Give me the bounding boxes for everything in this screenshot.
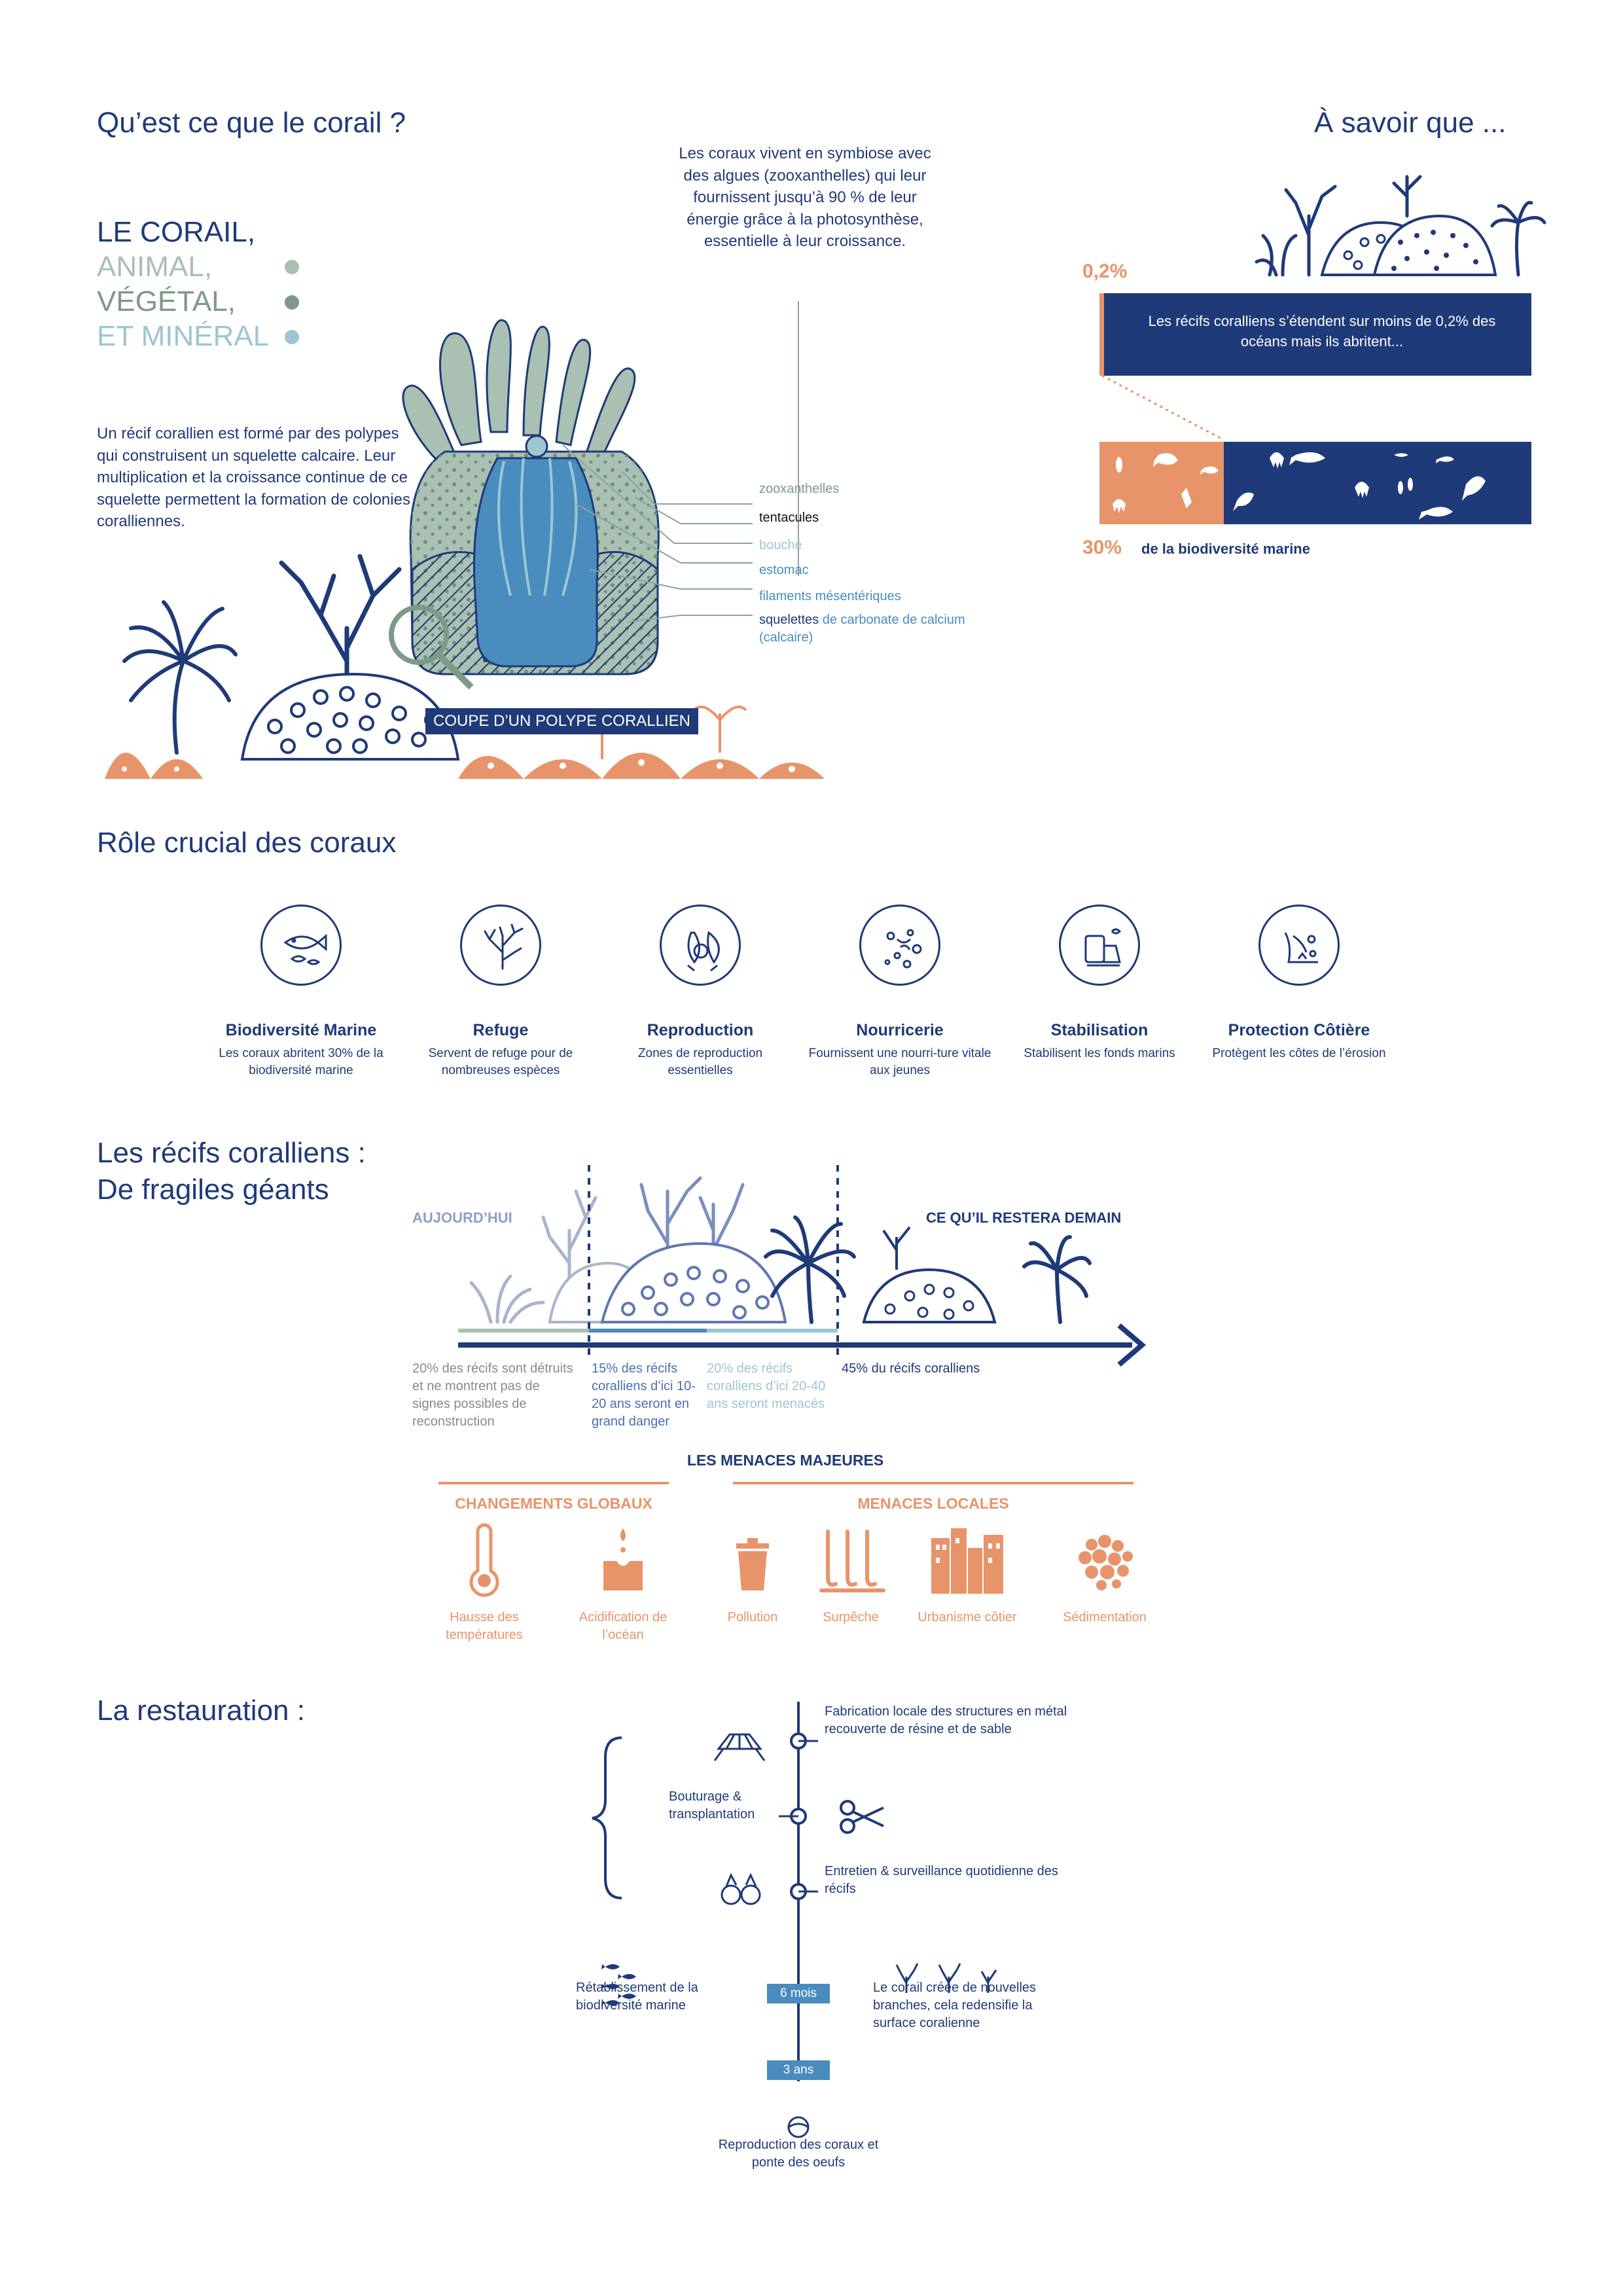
threat-surpeche: Surpêche [785, 1525, 916, 1626]
intro-text: Un récif corallien est formé par des pol… [97, 425, 410, 531]
label-estomac: estomac [759, 563, 809, 577]
label-filaments: filaments mésentériques [759, 589, 901, 603]
reef-small-illustration [1255, 175, 1546, 277]
restauration-timeline [592, 1702, 997, 2138]
sea-life-icons [1113, 452, 1486, 520]
stat-45-remain: 45% du récifs coralliens [842, 1361, 980, 1376]
fragiles-title-1: Les récifs coralliens : [97, 1137, 366, 1169]
local-line [733, 1482, 1133, 1484]
global-title: CHANGEMENTS GLOBAUX [455, 1495, 652, 1512]
role-stabilisation: Stabilisation Stabilisent les fonds mari… [1008, 905, 1191, 1062]
label-tomorrow: CE QU’IL RESTERA DEMAIN [926, 1210, 1122, 1226]
fragiles-title-2: De fragiles géants [97, 1174, 329, 1206]
label-bouche: bouche [759, 538, 802, 552]
corail-dots [285, 260, 299, 344]
polyp-illustration [105, 301, 825, 779]
step-fabrication: Fabrication locale des structures en mét… [825, 1704, 1067, 1736]
local-title: MENACES LOCALES [857, 1495, 1009, 1512]
role-reproduction: Reproduction Zones de reproduction essen… [609, 905, 792, 1079]
coupe-polype-label: COUPE D’UN POLYPE CORALLIEN [425, 708, 698, 734]
reef-timeline-illustration [458, 1165, 1147, 1367]
threat-temperature: Hausse des températures [419, 1523, 550, 1644]
acid-drop-icon [603, 1528, 643, 1590]
fish-school-icon [601, 1964, 636, 2005]
role-refuge: Refuge Servent de refuge pour de nombreu… [409, 905, 592, 1079]
buildings-icon [931, 1528, 1003, 1594]
step-bouturage: Bouturage & transplantation [669, 1789, 755, 1821]
restauration-title: La restauration : [97, 1695, 305, 1727]
roles-title: Rôle crucial des coraux [97, 827, 397, 859]
tag-6-mois: 6 mois [767, 1984, 830, 2003]
step-entretien: Entretien & surveillance quotidienne des… [825, 1864, 1058, 1896]
plankton-icon [859, 905, 940, 986]
dotted-connector [1101, 374, 1224, 441]
role-biodiversite: Biodiversité Marine Les coraux abritent … [209, 905, 393, 1079]
coast-icon [1258, 905, 1340, 986]
role-nourricerie: Nourricerie Fournissent une nourri-ture … [808, 905, 991, 1079]
threat-sedimentation: Sédimentation [1039, 1525, 1170, 1626]
pct-big: 30% [1082, 537, 1122, 558]
shell-icon [787, 2116, 810, 2138]
rock-icon [1059, 905, 1140, 986]
ocean-bar-fraction [1099, 293, 1104, 376]
savoir-title: À savoir que ... [1314, 107, 1507, 139]
binoculars-icon [721, 1873, 761, 1905]
fishing-hook-icon [819, 1530, 885, 1592]
step-reproduction: Reproduction des coraux et ponte des oeu… [718, 2138, 879, 2170]
label-tentacules: tentacules [759, 511, 819, 525]
label-squelettes: squelettes de carbonate de calcium (calc… [759, 613, 965, 645]
label-zooxanthelles: zooxanthelles [759, 482, 840, 496]
section-title-corail: Qu’est ce que le corail ? [97, 107, 406, 139]
threat-acidification: Acidification de l’océan [558, 1525, 688, 1644]
pct-small: 0,2% [1082, 260, 1128, 282]
metal-structure-icon [713, 1733, 766, 1761]
step-retablissement: Rétablissement de la biodiversité marine [576, 1981, 698, 2013]
ocean-bar-text: Les récifs coralliens s’étendent sur moi… [1148, 313, 1496, 350]
scissors-icon [840, 1800, 884, 1834]
global-line [438, 1482, 669, 1484]
stat-15-danger: 15% des récifs coralliens d’ici 10-20 an… [592, 1361, 696, 1429]
thermometer-icon [469, 1523, 499, 1597]
fish-pair-icon [660, 905, 741, 986]
coral-branch-icon [460, 905, 541, 986]
role-protection: Protection Côtière Protègent les côtes d… [1207, 905, 1391, 1062]
corail-heading: LE CORAIL, ANIMAL, VÉGÉTAL, ET MINÉRAL [97, 216, 270, 352]
trash-icon [736, 1538, 769, 1590]
sediment-icon [1079, 1535, 1133, 1590]
ocean-bar: Les récifs coralliens s’étendent sur moi… [1099, 293, 1531, 376]
tag-3-ans: 3 ans [767, 2060, 830, 2080]
biodiversity-bar [1099, 442, 1531, 524]
menaces-title: LES MENACES MAJEURES [687, 1452, 884, 1469]
small-corals-icon [895, 1963, 997, 1993]
fish-icon [260, 905, 342, 986]
stat-20-destroyed: 20% des récifs sont détruits et ne montr… [412, 1361, 573, 1429]
pct-big-text: de la biodiversité marine [1141, 541, 1310, 557]
threat-urbanisme: Urbanisme côtier [902, 1525, 1033, 1626]
label-today: AUJOURD’HUI [412, 1210, 512, 1226]
step-nouvelles-branches: Le corail créée de nouvelles branches, c… [873, 1981, 1037, 2030]
stat-20-threat: 20% des récifs coralliens d’ici 20-40 an… [707, 1361, 826, 1411]
symbiose-text: Les coraux vivent en symbiose avec des a… [679, 145, 931, 251]
threat-pollution: Pollution [687, 1525, 818, 1626]
